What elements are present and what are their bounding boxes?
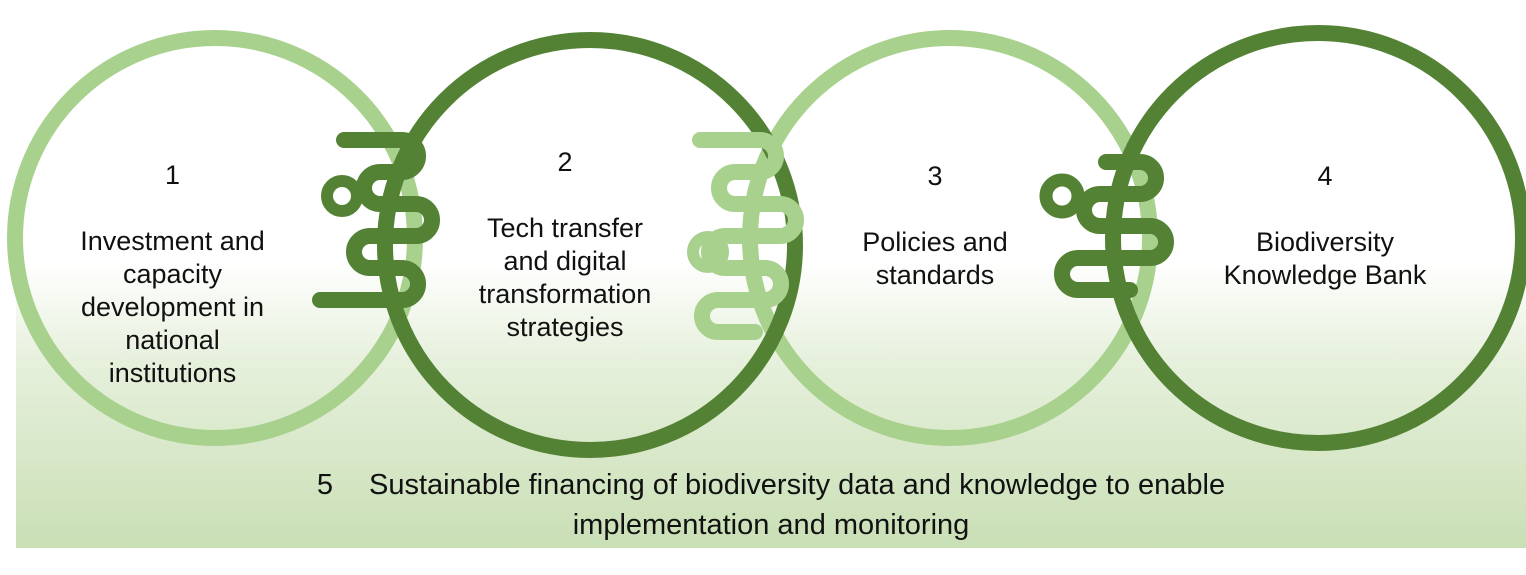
step-3-label: Policies and standards xyxy=(862,227,1008,290)
step-1: 1 Investment and capacity development in… xyxy=(40,126,305,423)
step-4-label: Biodiversity Knowledge Bank xyxy=(1223,227,1427,290)
step-2: 2 Tech transfer and digital transformati… xyxy=(440,113,690,377)
ring-2 xyxy=(377,32,803,458)
step-3-number: 3 xyxy=(927,161,943,191)
foundation-number: 5 xyxy=(316,469,334,501)
step-4: 4 Biodiversity Knowledge Bank xyxy=(1190,127,1460,325)
ring-4 xyxy=(1105,25,1526,451)
step-2-label: Tech transfer and digital transformation… xyxy=(478,213,652,342)
step-1-label: Investment and capacity development in n… xyxy=(80,226,265,388)
connector-1-2 xyxy=(312,132,440,308)
foundation-text: 5 Sustainable financing of biodiversity d… xyxy=(16,465,1526,545)
foundation-text-line-2: implementation and monitoring xyxy=(572,509,970,541)
step-2-number: 2 xyxy=(557,147,573,177)
step-3: 3 Policies and standards xyxy=(830,127,1040,325)
connector-2-3 xyxy=(692,132,804,340)
step-1-number: 1 xyxy=(164,160,181,190)
connector-3-4 xyxy=(1054,154,1174,298)
connector-3-4-knob xyxy=(1039,173,1085,219)
step-4-number: 4 xyxy=(1317,161,1333,191)
foundation-line-1: 5 Sustainable financing of biodiversity d… xyxy=(16,465,1526,505)
connector-1-2-knob xyxy=(321,175,363,217)
connector-2-3-knob xyxy=(687,231,729,273)
foundation-text-line-1: Sustainable financing of biodiversity da… xyxy=(369,469,1226,501)
